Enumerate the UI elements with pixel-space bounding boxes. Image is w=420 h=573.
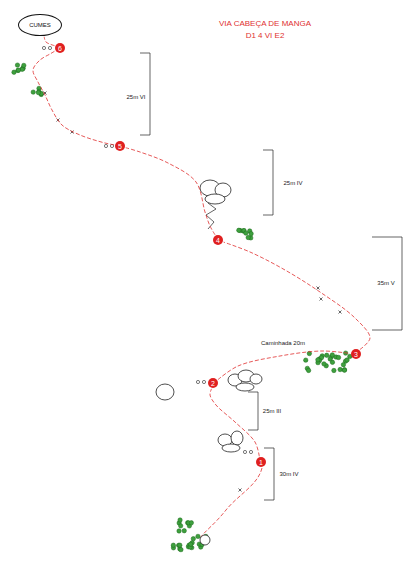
pitch-length: 25m III [262, 408, 282, 415]
bush-leaf [244, 231, 248, 235]
station-number: 5 [118, 143, 122, 150]
pitch-length: 30m IV [278, 471, 299, 478]
bush-leaf [342, 368, 346, 372]
bush-leaf [171, 543, 175, 547]
bush-leaf [22, 63, 26, 67]
belay-bolt [202, 380, 205, 383]
station-number: 2 [211, 380, 215, 387]
pitch-length: 25m IV [282, 180, 303, 187]
bush-leaf [15, 63, 19, 67]
pitch-length: 25m VI [125, 94, 146, 101]
walk-note: Caminhada 20m [260, 340, 306, 347]
belay-bolt [42, 46, 45, 49]
belay-bolt [196, 380, 199, 383]
bush-leaf [332, 368, 336, 372]
bush-leaf [189, 521, 193, 525]
bush-leaf [316, 358, 320, 362]
belay-station: 4 [213, 235, 223, 245]
station-number: 4 [216, 237, 220, 244]
approach-route [200, 468, 262, 538]
belay-station: 6 [55, 43, 65, 53]
bush-leaf [178, 543, 182, 547]
bush-leaf [36, 90, 40, 94]
route-line [33, 51, 114, 145]
bush-leaf [336, 355, 340, 359]
bush-leaf [16, 68, 20, 72]
bush-leaf [325, 353, 329, 357]
summit-ellipse: CUMES [18, 14, 62, 36]
bush-leaf [322, 362, 326, 366]
belay-station: 3 [351, 349, 361, 359]
bush-leaf [16, 68, 20, 72]
bush-leaf [249, 231, 253, 235]
bush-leaf [342, 368, 346, 372]
bolt-mark [239, 489, 242, 492]
bush-leaf [182, 529, 186, 533]
bush-leaf [237, 228, 241, 232]
bush-leaf [191, 536, 195, 540]
summit-label: CUMES [29, 22, 51, 28]
belay-station: 5 [115, 141, 125, 151]
bush-leaf [178, 518, 182, 522]
bush-leaf [338, 367, 342, 371]
route-line [44, 37, 54, 46]
bolt-mark [317, 287, 320, 290]
route-line [218, 351, 350, 380]
bush-leaf [304, 358, 308, 362]
belay-station: 1 [256, 457, 266, 467]
belay-bolt [104, 144, 107, 147]
belay-bolt [243, 450, 246, 453]
bush-leaf [246, 235, 250, 239]
route-line [126, 148, 215, 235]
pitch-length: 35m V [376, 280, 395, 287]
bush-leaf [341, 363, 345, 367]
bush-leaf [330, 353, 334, 357]
bush-leaf [37, 90, 41, 94]
belay-bolt [249, 450, 252, 453]
bushes [12, 63, 352, 552]
belay-bolt [48, 46, 51, 49]
bush-leaf [178, 524, 182, 528]
station-number: 3 [354, 351, 358, 358]
pitch-brackets [140, 53, 402, 500]
belay-station: 2 [208, 378, 218, 388]
station-number: 1 [259, 459, 263, 466]
bush-leaf [179, 547, 183, 551]
route-title: VIA CABEÇA DE MANGA [219, 20, 311, 29]
rock [200, 535, 210, 545]
rocks [156, 180, 262, 452]
grade-line: D1 4 VI E2 [245, 32, 286, 41]
bush-leaf [328, 357, 332, 361]
route-line [224, 242, 370, 349]
crack-line [206, 203, 216, 229]
bolts [42, 46, 341, 491]
bolt-mark [339, 311, 342, 314]
bush-leaf [188, 542, 192, 546]
bush-leaf [306, 368, 310, 372]
bush-leaf [31, 90, 35, 94]
route-line [210, 389, 259, 456]
bush-leaf [196, 534, 200, 538]
bush-leaf [177, 529, 181, 533]
station-number: 6 [58, 45, 62, 52]
bolt-mark [320, 298, 323, 301]
